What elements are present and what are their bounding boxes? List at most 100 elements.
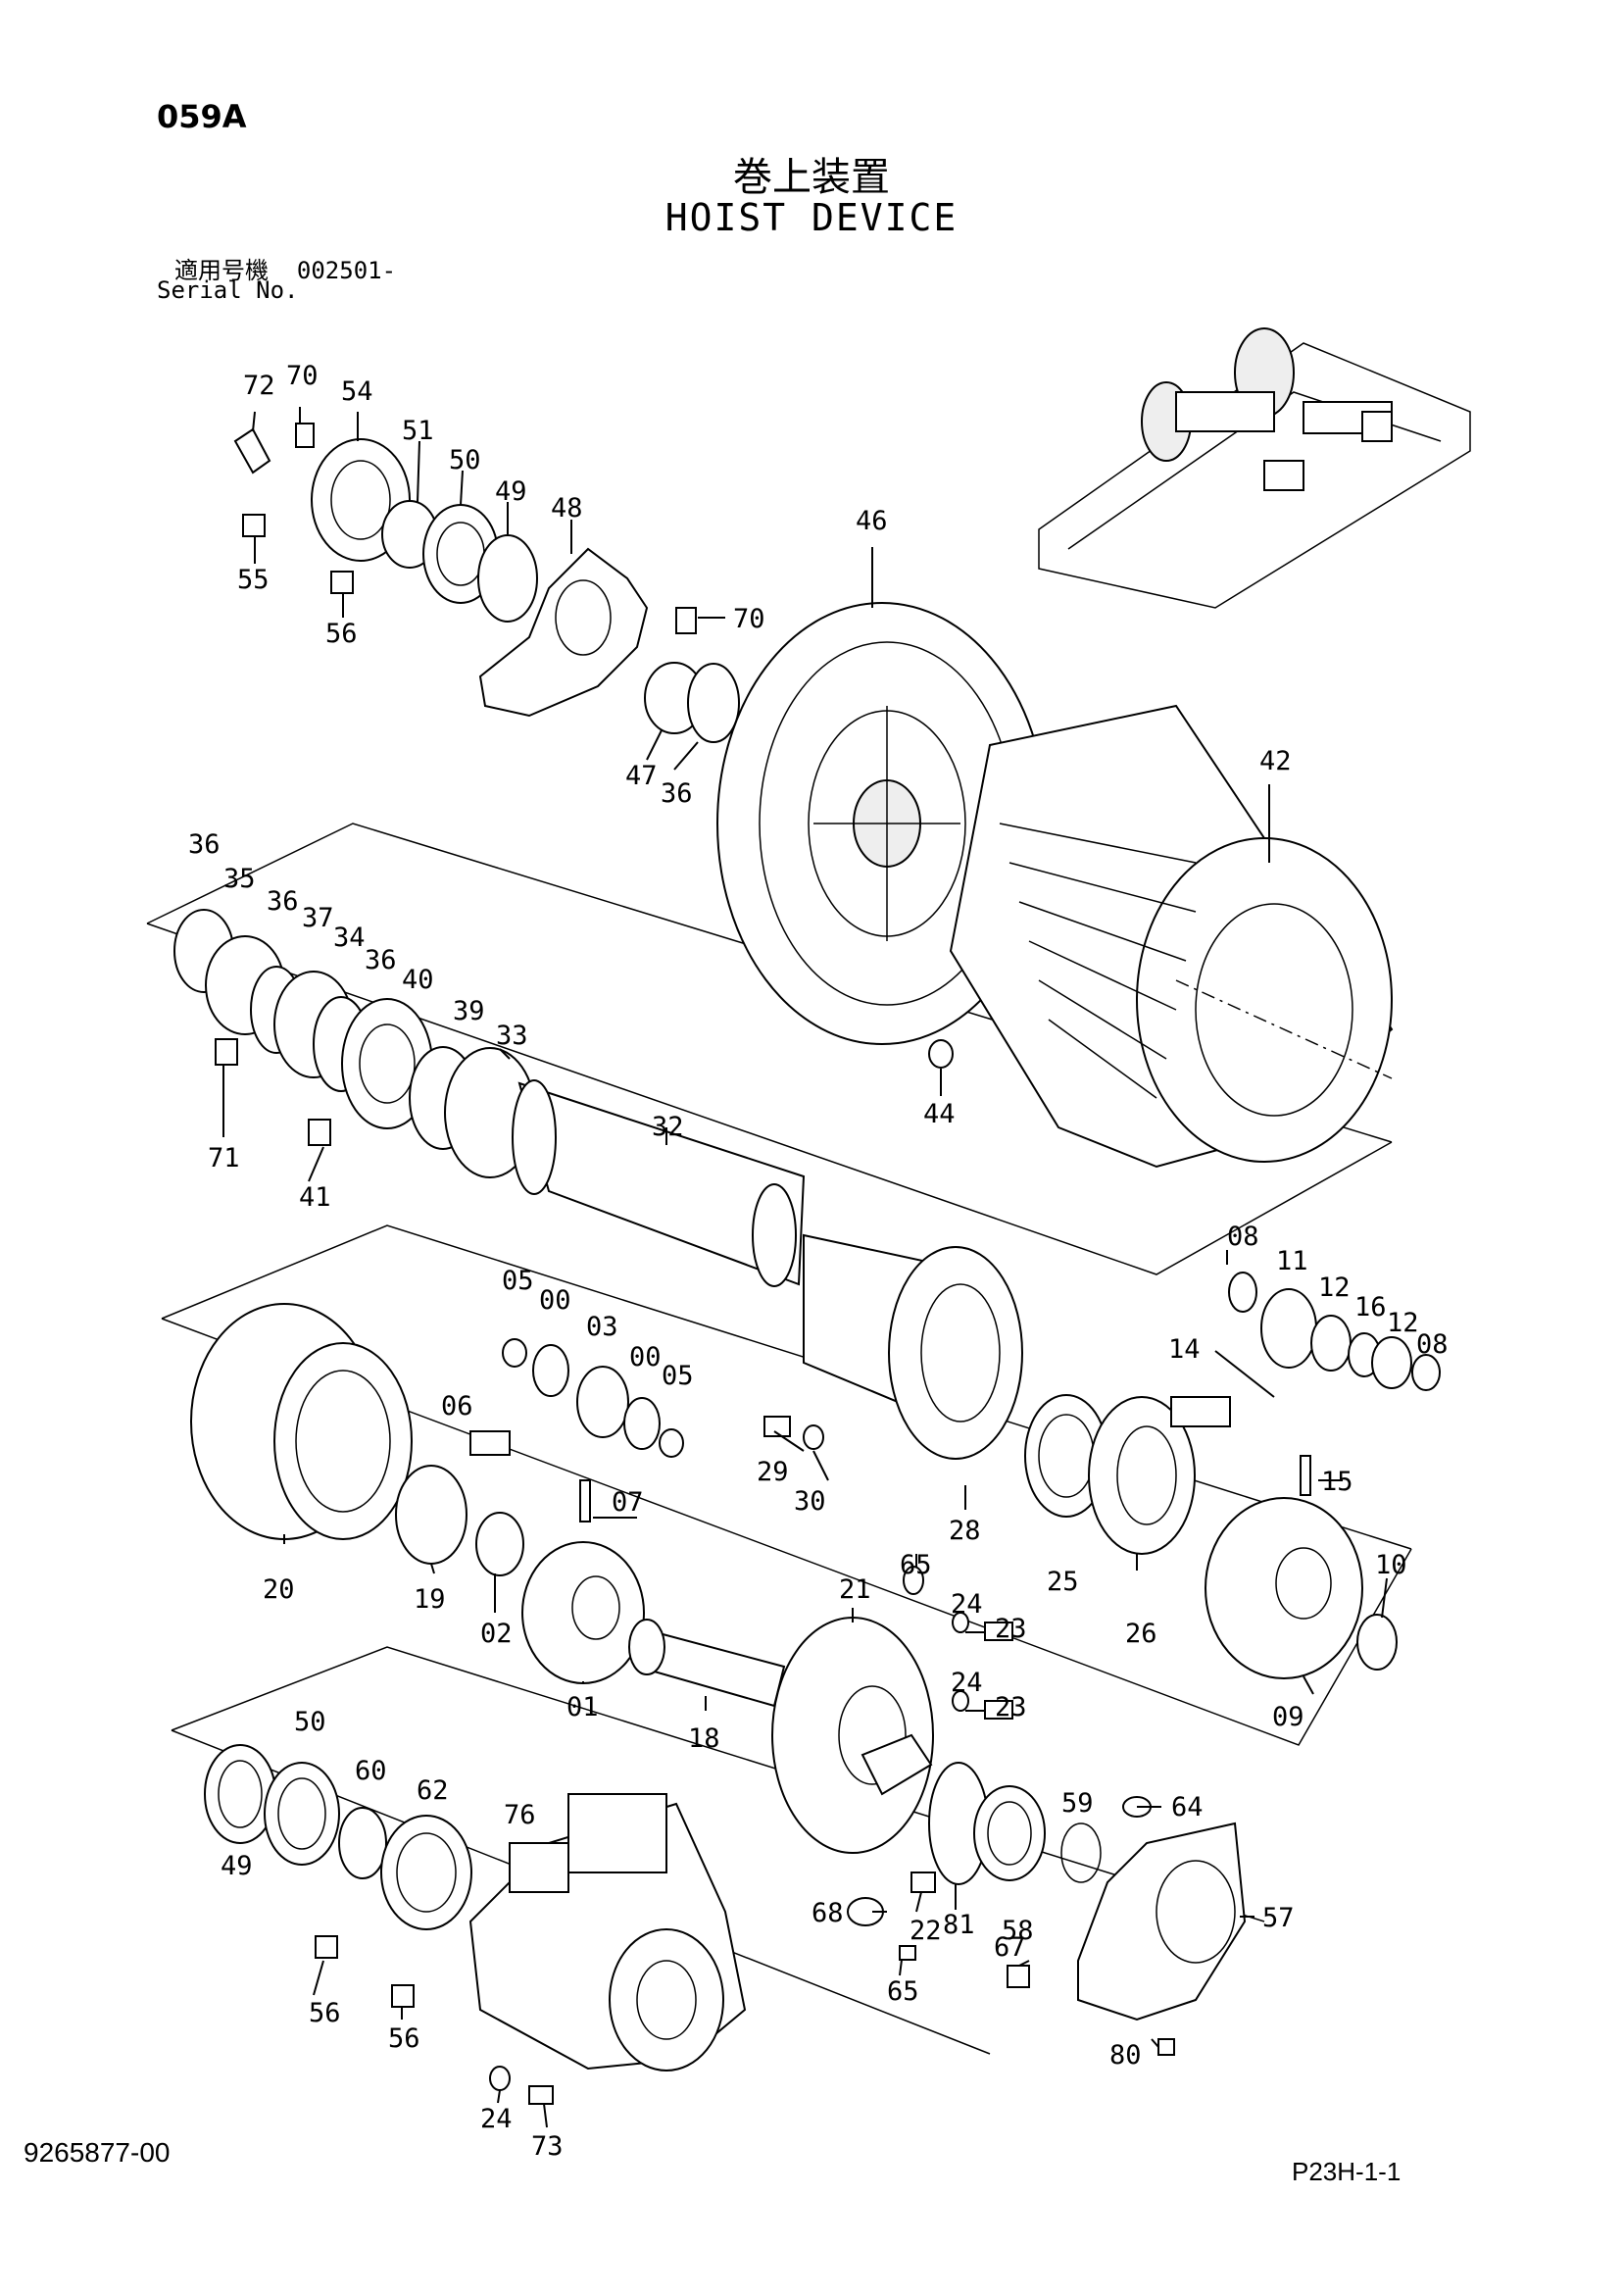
- part-label: 34: [333, 923, 366, 953]
- part-label: 42: [1259, 746, 1292, 776]
- document-number: 9265877-00: [24, 2137, 171, 2168]
- part-label: 24: [480, 2104, 513, 2134]
- part-label: 29: [757, 1457, 789, 1487]
- part-label: 32: [652, 1112, 684, 1142]
- part-label: 56: [325, 619, 358, 649]
- part-label: 28: [949, 1516, 981, 1546]
- part-labels: 72 70 54 51 50 49 48 55 56 70 47 36 46 4…: [188, 361, 1449, 2162]
- serial-label-jp: 適用号機: [174, 257, 269, 284]
- part-label: 40: [402, 965, 434, 995]
- part-label: 24: [951, 1668, 983, 1698]
- serial-line-japanese: 適用号機 002501-: [174, 251, 396, 285]
- part-label: 70: [733, 604, 765, 634]
- part-label: 60: [355, 1756, 387, 1786]
- part-label: 65: [887, 1976, 919, 2007]
- part-label: 02: [480, 1619, 513, 1649]
- part-label: 06: [441, 1391, 473, 1422]
- part-label: 70: [286, 361, 319, 391]
- part-label: 62: [417, 1775, 449, 1806]
- part-label: 05: [502, 1266, 534, 1296]
- shaft-group: [173, 909, 1023, 1460]
- part-label: 54: [341, 376, 373, 407]
- part-label: 08: [1227, 1222, 1259, 1252]
- part-label: 39: [453, 996, 485, 1026]
- part-label: 26: [1125, 1619, 1157, 1649]
- part-label: 50: [294, 1707, 326, 1737]
- part-label: 12: [1387, 1308, 1419, 1338]
- motor-group: [204, 1744, 747, 2105]
- part-label: 33: [496, 1021, 528, 1051]
- title-english: HOIST DEVICE: [664, 196, 959, 239]
- part-label: 19: [414, 1584, 446, 1615]
- part-label: 35: [223, 864, 256, 894]
- part-label: 46: [856, 506, 888, 536]
- part-label: 49: [495, 476, 527, 507]
- part-label: 71: [208, 1143, 240, 1173]
- part-label: 65: [900, 1550, 932, 1580]
- part-label: 09: [1272, 1702, 1304, 1732]
- part-label: 36: [267, 886, 299, 917]
- part-label: 18: [688, 1723, 720, 1754]
- part-label: 41: [299, 1182, 331, 1213]
- serial-label-english: Serial No.: [157, 276, 299, 304]
- part-label: 48: [551, 493, 583, 524]
- leader-lines: [222, 407, 1388, 2128]
- part-label: 51: [402, 416, 434, 446]
- part-label: 00: [539, 1285, 571, 1316]
- part-label: 68: [812, 1898, 844, 1928]
- page-reference: P23H-1-1: [1292, 2157, 1402, 2186]
- part-label: 67: [994, 1932, 1026, 1963]
- brake-gear-group: [771, 1566, 1013, 1961]
- machine-overview-inset: [1038, 327, 1471, 609]
- part-label: 47: [625, 761, 658, 791]
- part-label: 81: [943, 1910, 975, 1940]
- part-label: 15: [1321, 1467, 1353, 1497]
- part-label: 14: [1168, 1334, 1201, 1365]
- diagram-code: 059A: [157, 98, 247, 135]
- part-label: 08: [1416, 1329, 1449, 1360]
- part-label: 00: [629, 1342, 662, 1373]
- part-label: 16: [1354, 1292, 1387, 1323]
- part-label: 50: [449, 445, 481, 475]
- part-label: 73: [531, 2131, 564, 2162]
- part-label: 21: [839, 1574, 871, 1605]
- part-label: 07: [612, 1487, 644, 1518]
- part-label: 12: [1318, 1273, 1351, 1303]
- part-label: 05: [662, 1361, 694, 1391]
- serial-value: 002501-: [296, 257, 397, 284]
- part-label: 01: [566, 1692, 599, 1722]
- top-bearing-group: [233, 423, 740, 743]
- part-label: 24: [951, 1589, 983, 1620]
- part-label: 57: [1262, 1903, 1295, 1933]
- planetary-group-left: [190, 1303, 824, 1708]
- part-label: 59: [1061, 1788, 1094, 1819]
- part-label: 25: [1047, 1567, 1079, 1597]
- bracket-housing-group: [973, 1785, 1247, 2056]
- title-japanese: 巻上装置: [733, 155, 890, 200]
- part-label: 30: [794, 1486, 826, 1517]
- part-label: 36: [365, 945, 397, 975]
- part-label: 56: [388, 2023, 420, 2054]
- part-label: 64: [1171, 1792, 1204, 1822]
- part-label: 11: [1276, 1246, 1308, 1276]
- part-label: 58: [1002, 1916, 1034, 1946]
- part-label: 23: [995, 1614, 1027, 1644]
- part-label: 03: [586, 1312, 618, 1342]
- ring-gear-and-drum: [716, 602, 1394, 1169]
- part-label: 44: [923, 1099, 956, 1129]
- part-label: 80: [1109, 2040, 1142, 2071]
- part-label: 76: [504, 1800, 536, 1830]
- part-label: 22: [910, 1916, 942, 1946]
- part-label: 56: [309, 1998, 341, 2028]
- part-label: 23: [995, 1692, 1027, 1722]
- part-label: 20: [263, 1574, 295, 1605]
- part-label: 36: [188, 829, 221, 860]
- part-label: 72: [243, 371, 275, 401]
- planetary-group-right: [1024, 1272, 1441, 1679]
- part-label: 49: [221, 1851, 253, 1881]
- part-label: 55: [237, 565, 270, 595]
- part-label: 36: [661, 778, 693, 809]
- part-label: 37: [302, 903, 334, 933]
- part-label: 10: [1375, 1550, 1407, 1580]
